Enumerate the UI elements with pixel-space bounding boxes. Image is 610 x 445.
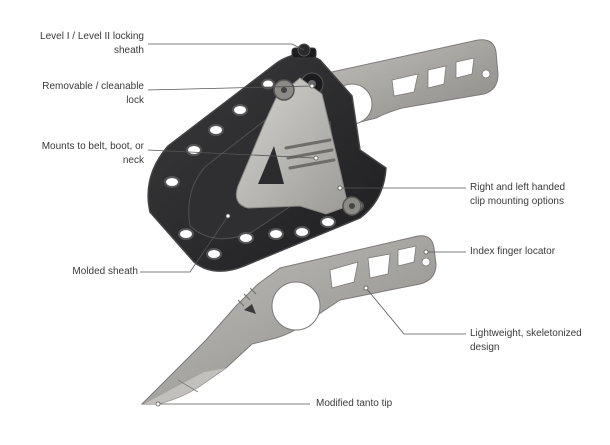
callout-locking-sheath-line1: Level I / Level II locking xyxy=(40,31,144,42)
leader-locking-sheath xyxy=(148,43,305,51)
callout-removable-lock-line2: lock xyxy=(126,95,144,106)
callout-locking-sheath: Level I / Level II locking sheath xyxy=(18,30,144,58)
belt-clip xyxy=(235,77,362,216)
leader-lines xyxy=(140,43,466,405)
callout-removable-lock-line1: Removable / cleanable xyxy=(42,81,144,92)
callout-tanto-tip-line1: Modified tanto tip xyxy=(316,398,393,409)
sheath-mounting-holes xyxy=(164,78,364,260)
leader-mounts xyxy=(147,149,317,159)
callout-molded-sheath: Molded sheath xyxy=(18,265,138,279)
callout-removable-lock: Removable / cleanable lock xyxy=(18,80,144,108)
callout-clip-options: Right and left handed clip mounting opti… xyxy=(470,181,606,209)
callout-clip-options-line2: clip mounting options xyxy=(470,196,564,207)
leader-skeletonized xyxy=(365,287,466,335)
callout-skeletonized-line1: Lightweight, skeletonized xyxy=(470,328,582,339)
leader-dots xyxy=(155,83,429,407)
callout-skeletonized-line2: design xyxy=(470,342,500,353)
callout-index-finger: Index finger locator xyxy=(470,245,606,259)
callout-locking-sheath-line2: sheath xyxy=(113,45,144,56)
callout-mounts-line2: neck xyxy=(122,155,144,166)
callout-index-finger-line1: Index finger locator xyxy=(470,246,556,257)
callout-tanto-tip: Modified tanto tip xyxy=(316,397,436,411)
callout-mounts: Mounts to belt, boot, or neck xyxy=(18,140,144,168)
leader-removable-lock xyxy=(147,85,313,91)
callout-mounts-line1: Mounts to belt, boot, or xyxy=(41,141,144,152)
leader-molded-sheath xyxy=(140,215,229,273)
callout-skeletonized: Lightweight, skeletonized design xyxy=(470,327,606,355)
knife-blade xyxy=(140,235,437,405)
callout-clip-options-line1: Right and left handed xyxy=(470,182,566,193)
callout-molded-sheath-line1: Molded sheath xyxy=(72,266,138,277)
